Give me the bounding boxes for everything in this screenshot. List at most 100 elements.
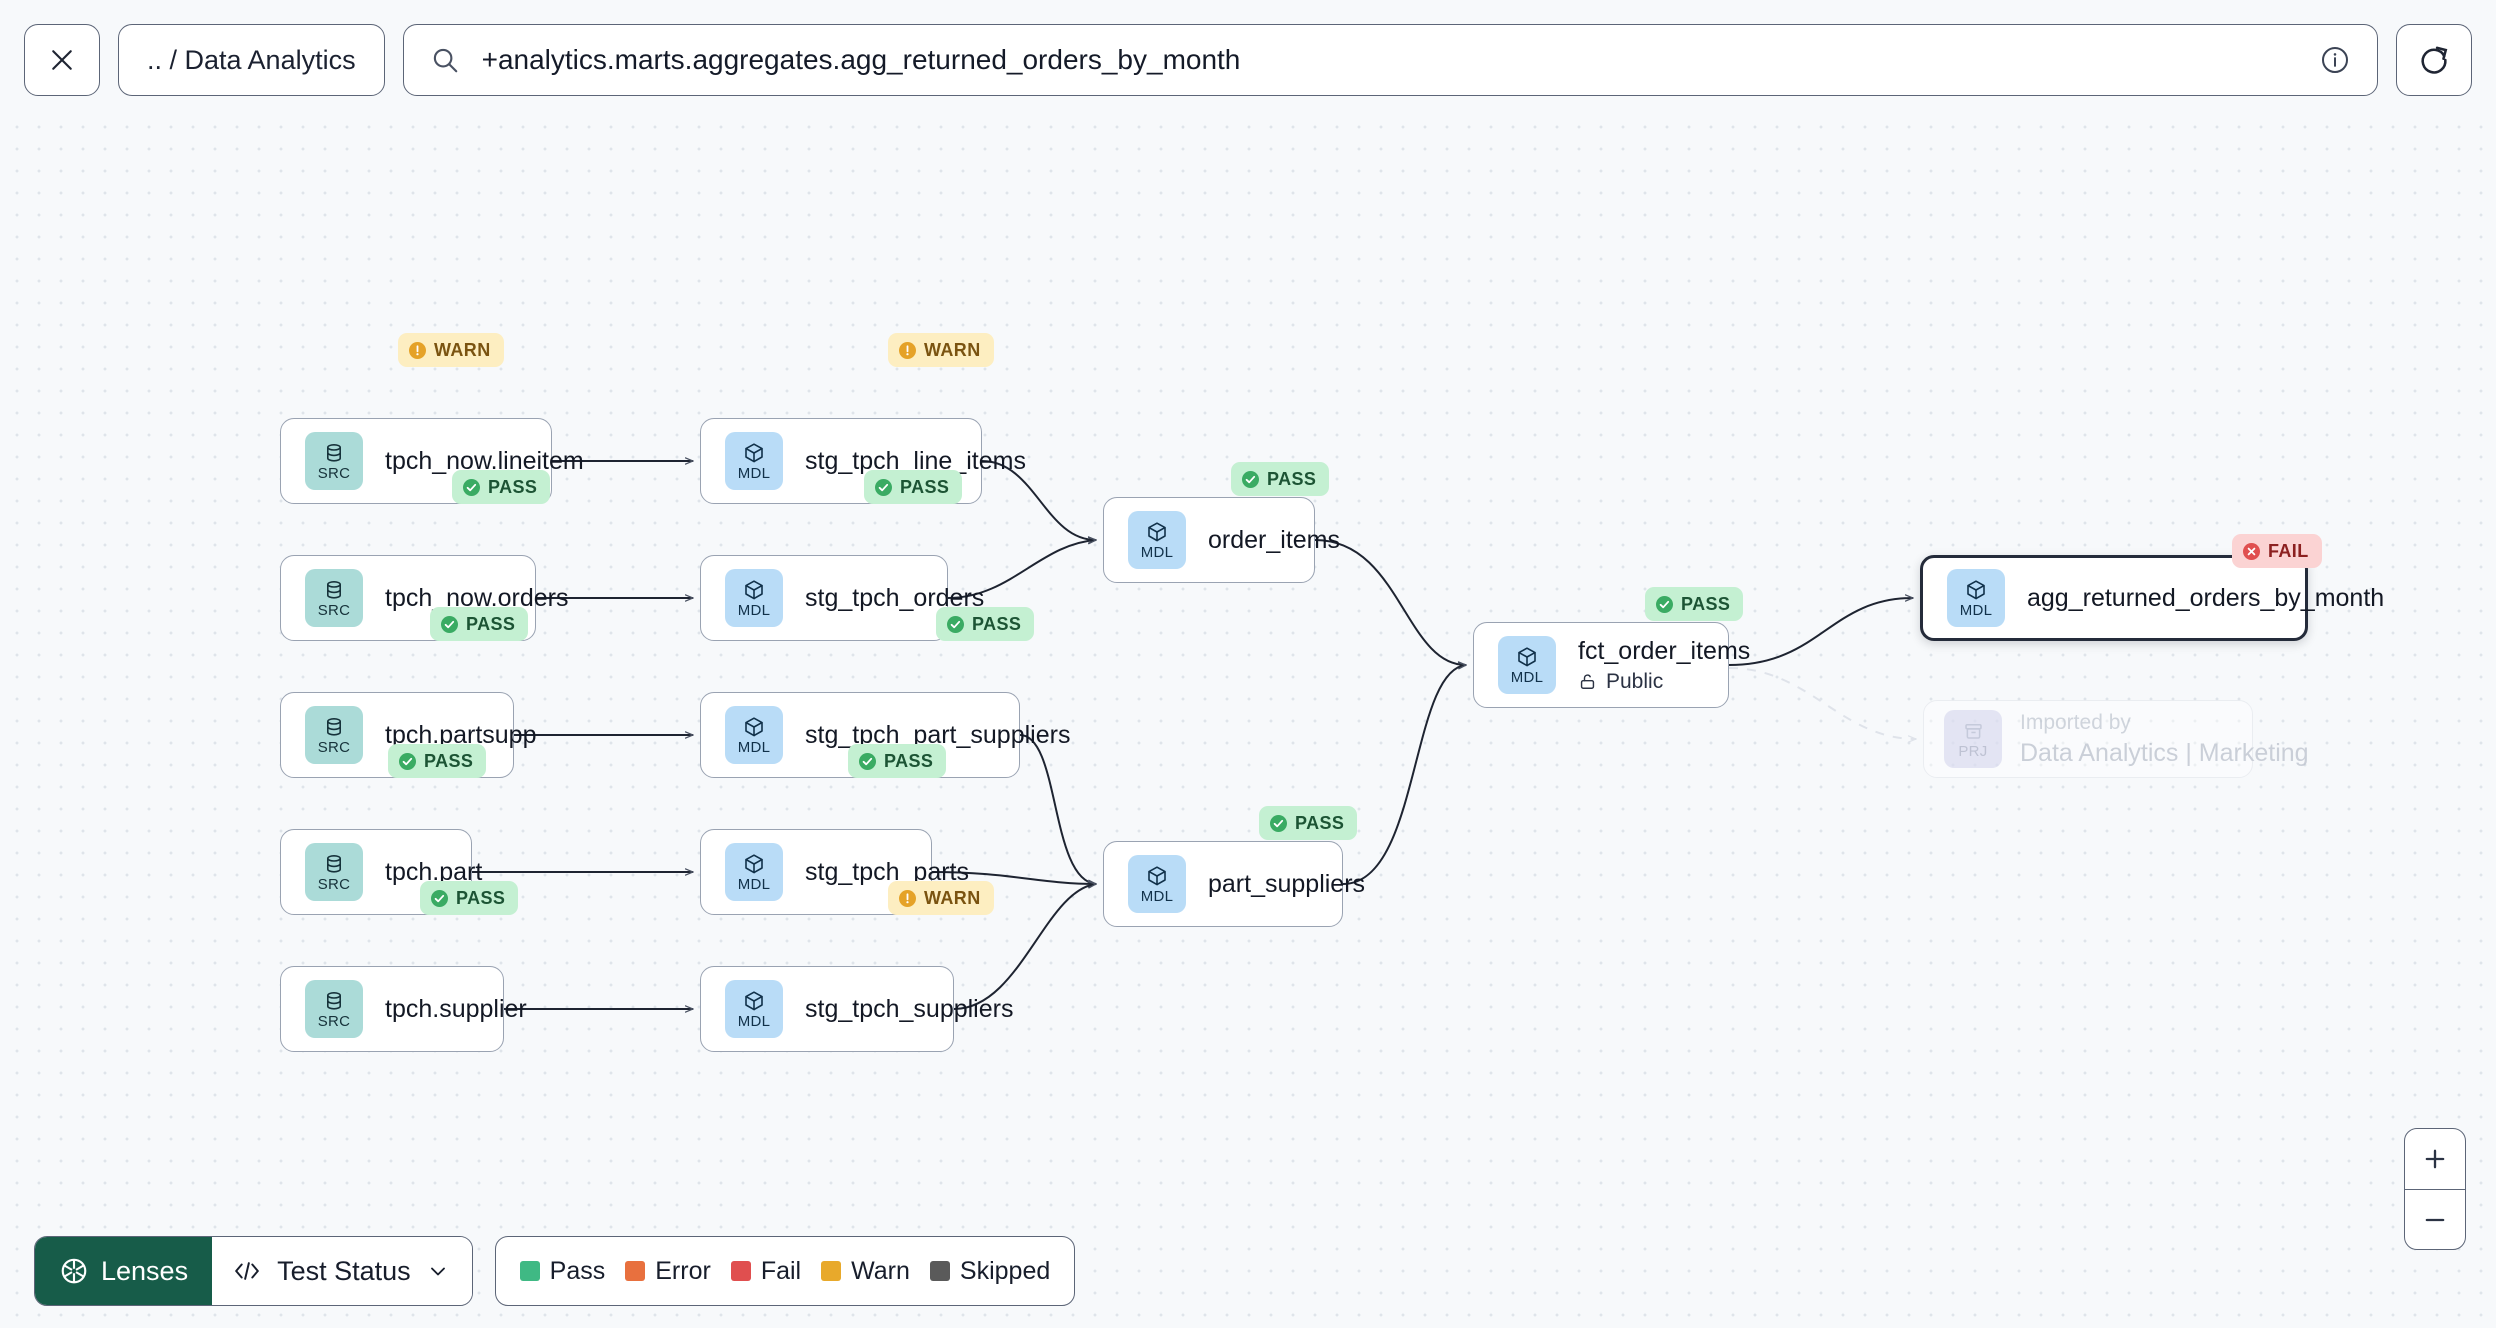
project-type-badge: PRJ bbox=[1944, 710, 2002, 768]
cube-icon bbox=[1148, 522, 1166, 542]
status-badge-warn[interactable]: WARN bbox=[888, 333, 994, 367]
plus-icon bbox=[2425, 1149, 2445, 1169]
pass-icon bbox=[875, 478, 892, 496]
minus-icon bbox=[2425, 1218, 2445, 1221]
source-type-badge: SRC bbox=[305, 432, 363, 490]
node-text: order_items bbox=[1208, 525, 1340, 555]
node-part-suppliers[interactable]: MDL part_suppliers bbox=[1103, 841, 1365, 927]
status-text: FAIL bbox=[2268, 540, 2309, 561]
source-type-text: SRC bbox=[317, 602, 351, 619]
node-label: order_items bbox=[1208, 525, 1340, 554]
zoom-out-button[interactable] bbox=[2405, 1189, 2465, 1249]
close-icon bbox=[52, 50, 72, 70]
status-badge-warn[interactable]: WARN bbox=[888, 881, 994, 915]
status-text: PASS bbox=[424, 750, 474, 771]
node-tpch-partsupp[interactable]: SRC tpch.partsupp bbox=[280, 692, 537, 778]
status-badge-pass[interactable]: PASS bbox=[936, 607, 1035, 641]
legend-label-error: Error bbox=[655, 1256, 711, 1285]
test-status-label: Test Status bbox=[277, 1255, 411, 1286]
info-icon[interactable] bbox=[2319, 44, 2351, 76]
legend-swatch-skipped bbox=[929, 1261, 950, 1281]
status-badge-warn[interactable]: WARN bbox=[398, 333, 504, 367]
model-type-text: MDL bbox=[1140, 544, 1174, 561]
node-label: agg_returned_orders_by_month bbox=[2027, 583, 2385, 612]
model-type-badge: MDL bbox=[1947, 569, 2005, 627]
status-text: PASS bbox=[884, 750, 934, 771]
source-type-text: SRC bbox=[317, 876, 351, 893]
model-type-badge: MDL bbox=[1128, 855, 1186, 913]
status-badge-pass[interactable]: PASS bbox=[1259, 806, 1358, 840]
legend-label-warn: Warn bbox=[851, 1256, 910, 1285]
refresh-button[interactable] bbox=[2396, 24, 2472, 96]
status-badge-pass[interactable]: PASS bbox=[848, 744, 947, 778]
legend-item-skipped: Skipped bbox=[929, 1257, 1050, 1286]
node-order-items[interactable]: MDL order_items bbox=[1103, 497, 1340, 583]
pass-icon bbox=[1242, 470, 1259, 488]
pass-icon bbox=[399, 752, 416, 770]
unlock-icon bbox=[1580, 674, 1595, 689]
top-toolbar: .. / Data Analytics +analytics.marts.agg… bbox=[0, 0, 2496, 120]
source-type-text: SRC bbox=[317, 739, 351, 756]
status-text: PASS bbox=[488, 476, 538, 497]
node-imported-by-project[interactable]: PRJ Imported by Data Analytics | Marketi… bbox=[1923, 700, 2309, 778]
status-text: PASS bbox=[972, 613, 1022, 634]
legend-swatch-error bbox=[625, 1261, 646, 1281]
search-bar[interactable]: +analytics.marts.aggregates.agg_returned… bbox=[402, 24, 2378, 96]
node-stg-tpch-orders[interactable]: MDL stg_tpch_orders bbox=[700, 555, 985, 641]
model-type-text: MDL bbox=[737, 602, 771, 619]
source-type-badge: SRC bbox=[305, 706, 363, 764]
node-fct-order-items[interactable]: MDL fct_order_items Public bbox=[1473, 622, 1751, 708]
model-type-text: MDL bbox=[737, 465, 771, 482]
status-text: WARN bbox=[924, 887, 981, 908]
status-badge-pass[interactable]: PASS bbox=[1231, 462, 1330, 496]
node-tpch-supplier[interactable]: SRC tpch.supplier bbox=[280, 966, 527, 1052]
legend-swatch-fail bbox=[730, 1261, 751, 1281]
node-label: stg_tpch_orders bbox=[805, 583, 985, 612]
cube-icon bbox=[1967, 580, 1985, 600]
model-type-text: MDL bbox=[1510, 669, 1544, 686]
warn-icon bbox=[409, 341, 426, 359]
imported-by-label: Imported by bbox=[2020, 710, 2131, 734]
status-badge-pass[interactable]: PASS bbox=[430, 607, 529, 641]
node-tpch-now-orders[interactable]: SRC tpch_now.orders bbox=[280, 555, 568, 641]
node-label: Data Analytics | Marketing bbox=[2020, 738, 2309, 767]
zoom-in-button[interactable] bbox=[2405, 1129, 2465, 1189]
model-type-text: MDL bbox=[1959, 602, 1993, 619]
lenses-button[interactable]: Lenses bbox=[35, 1237, 213, 1305]
search-icon bbox=[433, 48, 457, 73]
pass-icon bbox=[463, 478, 480, 496]
status-badge-pass[interactable]: PASS bbox=[1645, 587, 1744, 621]
node-text: part_suppliers bbox=[1208, 870, 1365, 899]
chevron-down-icon bbox=[430, 1267, 445, 1276]
node-label: tpch.supplier bbox=[385, 994, 527, 1023]
status-text: WARN bbox=[924, 339, 981, 360]
node-visibility: Public bbox=[1578, 670, 1728, 694]
status-badge-pass[interactable]: PASS bbox=[388, 744, 487, 778]
status-badge-fail[interactable]: FAIL bbox=[2232, 534, 2322, 568]
pass-icon bbox=[859, 752, 876, 770]
model-type-text: MDL bbox=[737, 876, 771, 893]
legend-label-fail: Fail bbox=[760, 1256, 802, 1285]
status-text: PASS bbox=[1267, 468, 1317, 489]
node-stg-tpch-suppliers[interactable]: MDL stg_tpch_suppliers bbox=[700, 966, 1013, 1052]
legend-item-fail: Fail bbox=[730, 1256, 802, 1286]
model-type-badge: MDL bbox=[725, 980, 783, 1038]
source-type-badge: SRC bbox=[305, 980, 363, 1038]
node-label: fct_order_items bbox=[1578, 636, 1751, 665]
search-input[interactable]: +analytics.marts.aggregates.agg_returned… bbox=[481, 44, 1241, 75]
test-status-dropdown[interactable]: Test Status bbox=[212, 1237, 472, 1305]
status-badge-pass[interactable]: PASS bbox=[864, 470, 963, 504]
status-text: PASS bbox=[1681, 593, 1731, 614]
status-legend: Pass Error Fail Warn Skipped bbox=[494, 1236, 1076, 1306]
pass-icon bbox=[1270, 814, 1287, 832]
database-icon bbox=[327, 444, 341, 462]
status-badge-pass[interactable]: PASS bbox=[452, 470, 551, 504]
node-agg-returned-orders-by-month[interactable]: MDL agg_returned_orders_by_month bbox=[1920, 555, 2385, 641]
close-button[interactable] bbox=[24, 24, 100, 96]
status-badge-pass[interactable]: PASS bbox=[420, 881, 519, 915]
source-type-badge: SRC bbox=[305, 843, 363, 901]
model-type-badge: MDL bbox=[725, 569, 783, 627]
breadcrumb-button[interactable]: .. / Data Analytics bbox=[118, 24, 385, 96]
